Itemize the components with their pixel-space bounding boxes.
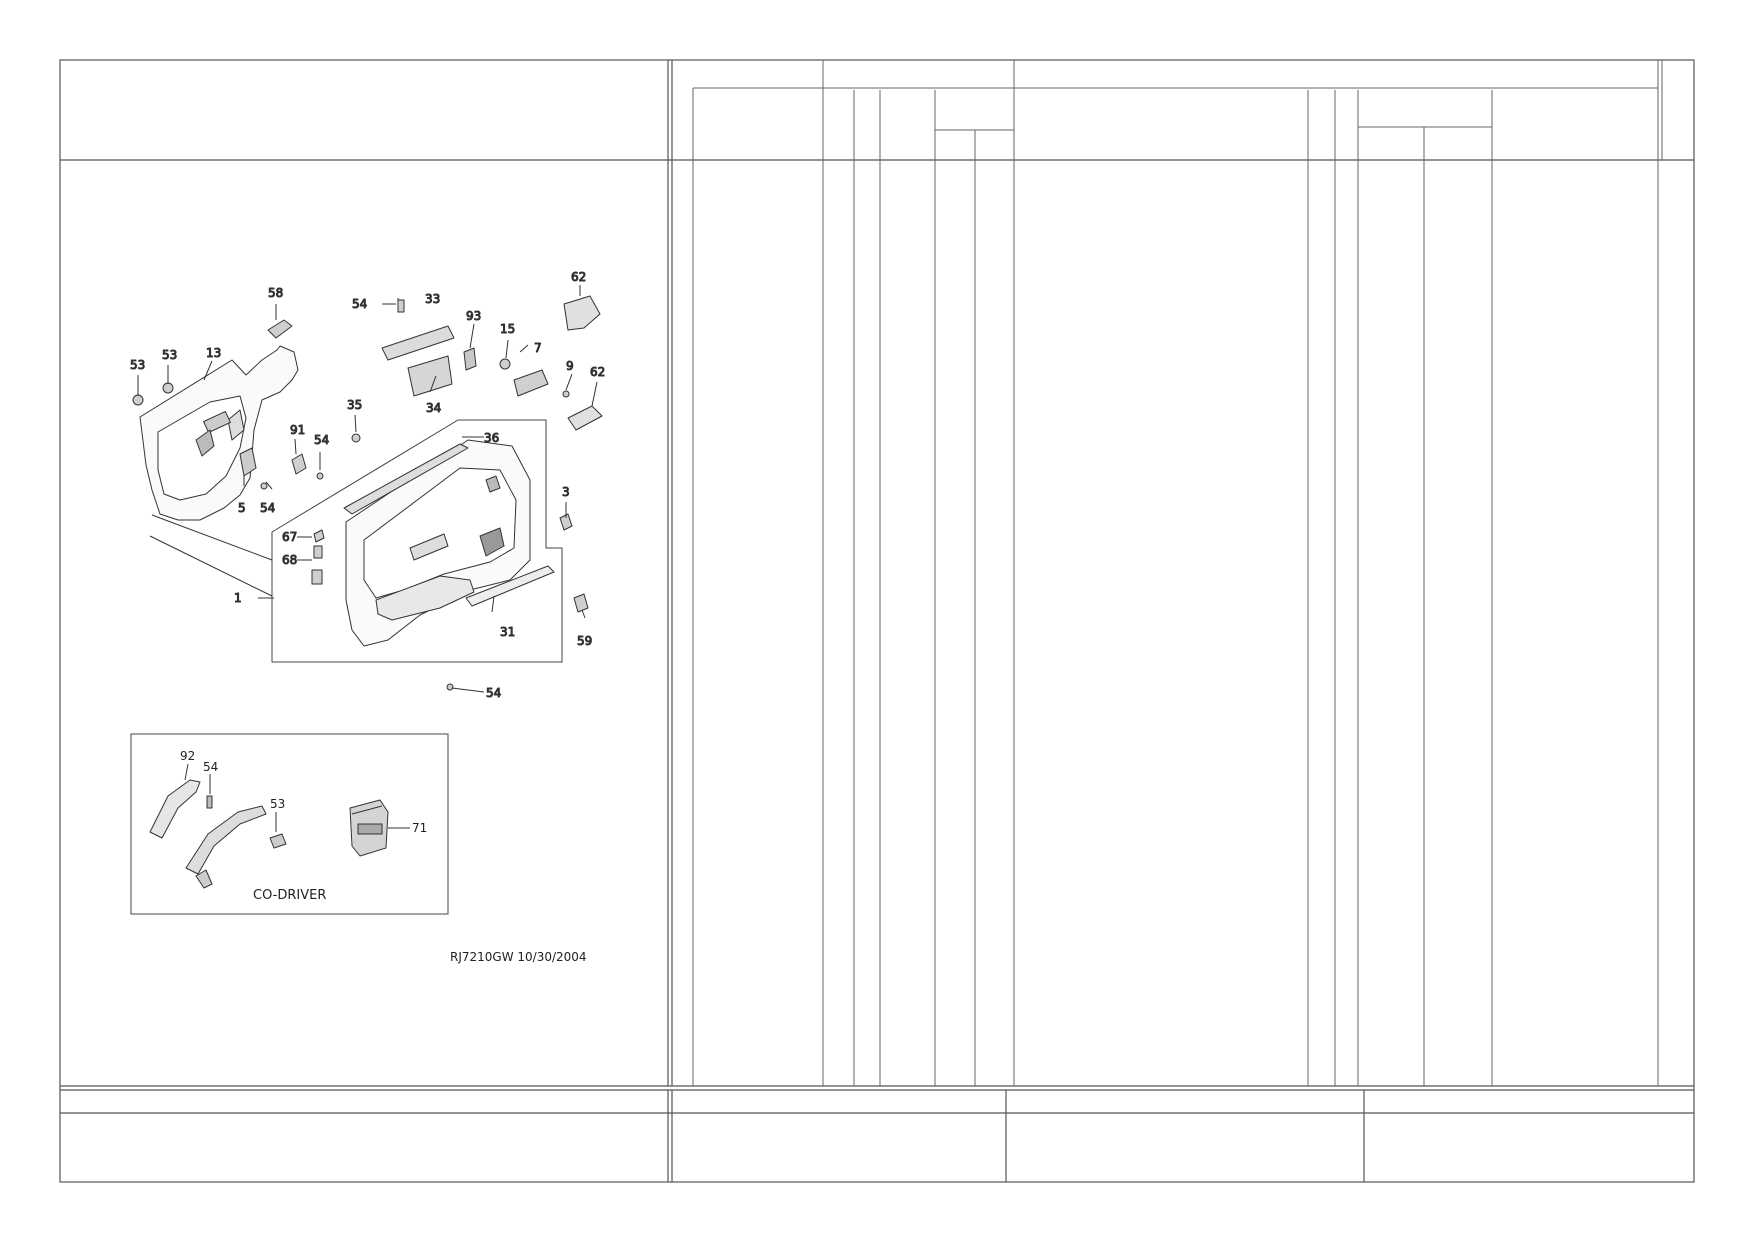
pull-handle-bracket [185,805,267,875]
drawing-code: RJ7210GW 10/30/2004 [450,950,587,964]
callout-3: 3 [562,485,570,499]
callout-9: 9 [566,359,574,373]
callout-13: 13 [206,346,221,360]
small-fasteners [132,295,603,691]
armrest-strip-part-31 [465,565,555,607]
callout-53-b: 53 [162,348,177,362]
callout-35: 35 [347,398,362,412]
callout-34: 34 [426,401,441,415]
callout-36: 36 [484,431,499,445]
callout-box-part-1 [271,419,563,663]
sheet-frame [59,59,1695,1183]
trim-strip-part-36 [343,443,469,515]
callout-33: 33 [425,292,440,306]
inset-caption: CO-DRIVER [253,888,326,903]
callout-31: 31 [500,625,515,639]
callout-62-a: 62 [571,270,586,284]
callout-5: 5 [238,501,246,515]
callout-1: 1 [234,591,242,605]
inset-callout-92: 92 [180,749,195,763]
callout-54-b: 54 [314,433,329,447]
callout-67: 67 [282,530,297,544]
inset-callout-53: 53 [270,797,285,811]
callout-58: 58 [268,286,283,300]
callout-53-a: 53 [130,358,145,372]
callout-62-b: 62 [590,365,605,379]
callout-91: 91 [290,423,305,437]
callout-15: 15 [500,322,515,336]
callout-54-a: 54 [352,297,367,311]
callout-59: 59 [577,634,592,648]
callout-54-c: 54 [260,501,275,515]
inset-callout-71: 71 [412,821,427,835]
callout-7: 7 [534,341,542,355]
leader-lines [137,285,598,693]
callout-93: 93 [466,309,481,323]
inset-callout-54: 54 [203,760,218,774]
trim-piece-part-92 [149,779,201,839]
callout-54-d: 54 [486,686,501,700]
co-driver-inset: 92 54 53 71 CO-DRIVER [130,733,449,915]
callout-68: 68 [282,553,297,567]
door-trim-exploded-diagram: 1 3 5 7 9 13 15 31 33 34 35 36 53 53 54 … [130,270,606,701]
parts-table-grid [692,60,1663,1086]
